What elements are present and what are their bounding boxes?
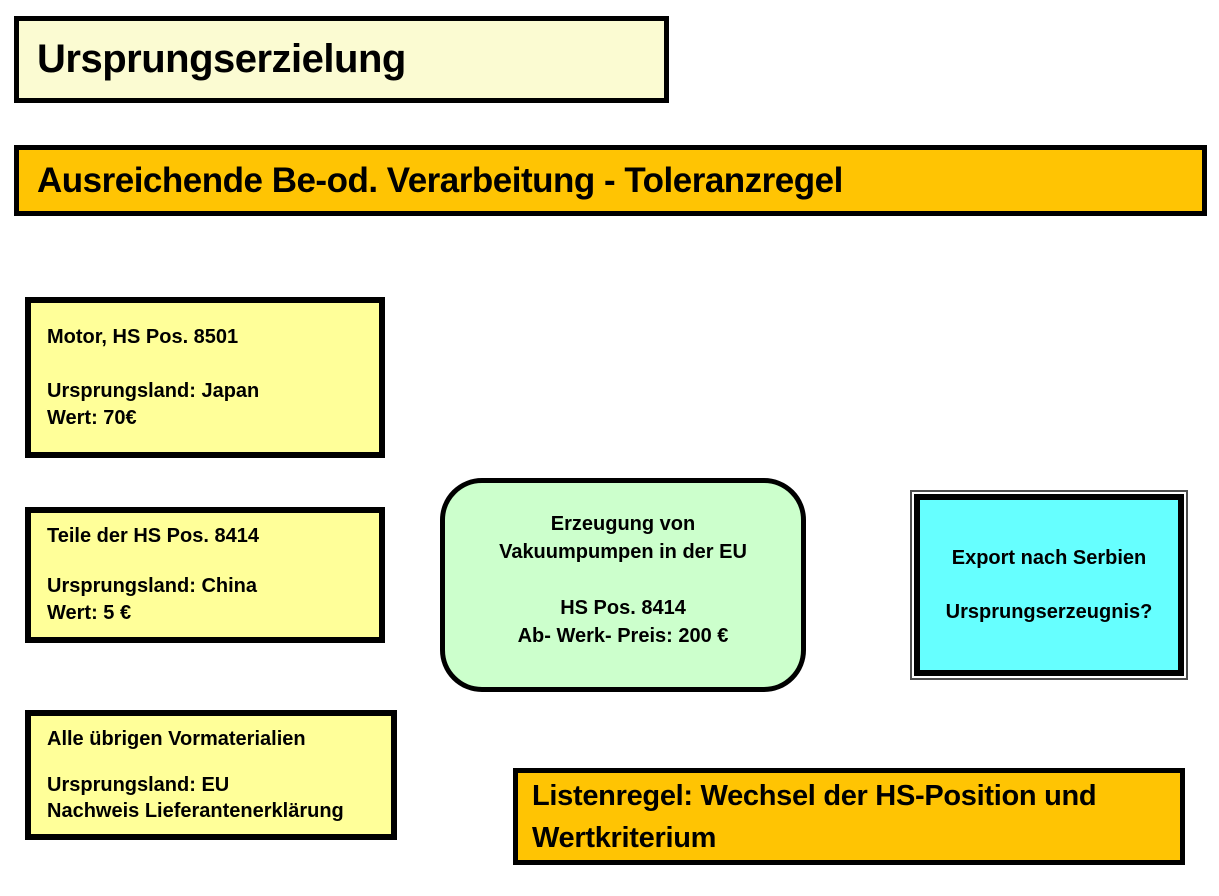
material-proof: Nachweis Lieferantenerklärung <box>47 800 344 822</box>
production-price: Ab- Werk- Preis: 200 € <box>517 625 729 647</box>
slide-title: Ursprungserzielung <box>37 37 406 81</box>
export-box: Export nach Serbien Ursprungserzeugnis? <box>914 494 1184 676</box>
list-rule-label: Listenregel: Wechsel der HS-Position und… <box>532 779 1097 854</box>
material-title: Alle übrigen Vormaterialien <box>47 728 306 750</box>
production-box: Erzeugung von Vakuumpumpen in der EU HS … <box>440 478 806 692</box>
material-origin: Ursprungsland: China <box>47 575 258 597</box>
section-banner-label: Ausreichende Be-od. Verarbeitung - Toler… <box>37 160 843 200</box>
production-hs-pos: HS Pos. 8414 <box>560 597 686 619</box>
list-rule-box: Listenregel: Wechsel der HS-Position und… <box>513 768 1185 865</box>
export-box-frame: Export nach Serbien Ursprungserzeugnis? <box>910 490 1188 680</box>
material-title: Motor, HS Pos. 8501 <box>47 325 239 348</box>
material-box-teile: Teile der HS Pos. 8414 Ursprungsland: Ch… <box>25 507 385 643</box>
blank-line <box>47 550 363 573</box>
material-value: Wert: 5 € <box>47 602 132 624</box>
production-line-1: Erzeugung von <box>550 513 696 535</box>
material-box-motor: Motor, HS Pos. 8501 Ursprungsland: Japan… <box>25 297 385 458</box>
section-banner: Ausreichende Be-od. Verarbeitung - Toler… <box>14 145 1207 216</box>
blank-line <box>47 351 363 378</box>
export-question: Ursprungserzeugnis? <box>945 600 1153 623</box>
material-origin: Ursprungsland: EU <box>47 774 230 796</box>
slide-title-box: Ursprungserzielung <box>14 16 669 103</box>
material-box-vormaterialien: Alle übrigen Vormaterialien Ursprungslan… <box>25 710 397 840</box>
material-origin: Ursprungsland: Japan <box>47 379 260 402</box>
production-line-2: Vakuumpumpen in der EU <box>499 541 747 563</box>
blank-line <box>47 752 375 772</box>
export-destination: Export nach Serbien <box>951 546 1147 569</box>
material-value: Wert: 70€ <box>47 406 137 429</box>
material-title: Teile der HS Pos. 8414 <box>47 525 259 547</box>
